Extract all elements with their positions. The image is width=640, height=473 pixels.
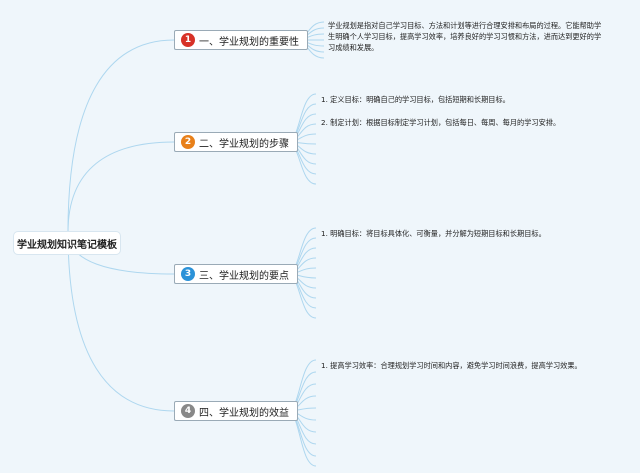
number-badge-2: 2 — [181, 135, 195, 149]
note-step-2: 2. 制定计划：根据目标制定学习计划，包括每日、每周、每月的学习安排。 — [321, 118, 561, 127]
root-connector-1 — [67, 39, 175, 233]
root-connector-4 — [67, 231, 175, 412]
root-topic[interactable]: 学业规划知识笔记模板 — [14, 232, 120, 254]
number-badge-4: 4 — [181, 404, 195, 418]
branch-importance[interactable]: 1 一、学业规划的重要性 — [174, 30, 308, 50]
root-title: 学业规划知识笔记模板 — [17, 239, 117, 251]
branch-benefits[interactable]: 4 四、学业规划的效益 — [174, 401, 298, 421]
branch-label: 二、学业规划的步骤 — [199, 138, 289, 150]
branch-label: 三、学业规划的要点 — [199, 270, 289, 282]
branch-label: 一、学业规划的重要性 — [199, 36, 299, 48]
note-importance: 学业规划是指对自己学习目标、方法和计划等进行合理安排和布局的过程。它能帮助学生明… — [328, 21, 602, 52]
branch-label: 四、学业规划的效益 — [199, 407, 289, 419]
note-step-1: 1. 定义目标：明确自己的学习目标，包括短期和长期目标。 — [321, 95, 510, 104]
note-benefit-1: 1. 提高学习效率：合理规划学习时间和内容，避免学习时间浪费，提高学习效果。 — [321, 361, 582, 370]
branch-key-points[interactable]: 3 三、学业规划的要点 — [174, 264, 298, 284]
number-badge-1: 1 — [181, 33, 195, 47]
note-key-point-1: 1. 明确目标：将目标具体化、可衡量，并分解为短期目标和长期目标。 — [321, 229, 546, 238]
branch-steps[interactable]: 2 二、学业规划的步骤 — [174, 132, 298, 152]
root-connector-2 — [67, 141, 175, 233]
number-badge-3: 3 — [181, 267, 195, 281]
